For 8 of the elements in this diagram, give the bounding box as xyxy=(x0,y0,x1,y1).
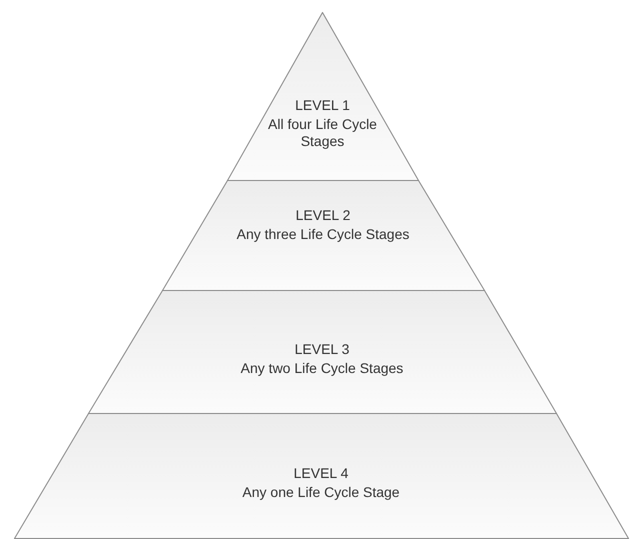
level-heading: LEVEL 3 xyxy=(294,341,350,358)
level-description: Any one Life Cycle Stage xyxy=(242,484,400,501)
level-heading: LEVEL 1 xyxy=(295,97,350,114)
level-description: Any two Life Cycle Stages xyxy=(240,360,404,377)
level-heading: LEVEL 4 xyxy=(294,465,348,482)
level-heading: LEVEL 2 xyxy=(296,207,350,224)
level-description: Any three Life Cycle Stages xyxy=(236,226,410,243)
level-description: All four Life Cycle Stages xyxy=(267,116,378,150)
